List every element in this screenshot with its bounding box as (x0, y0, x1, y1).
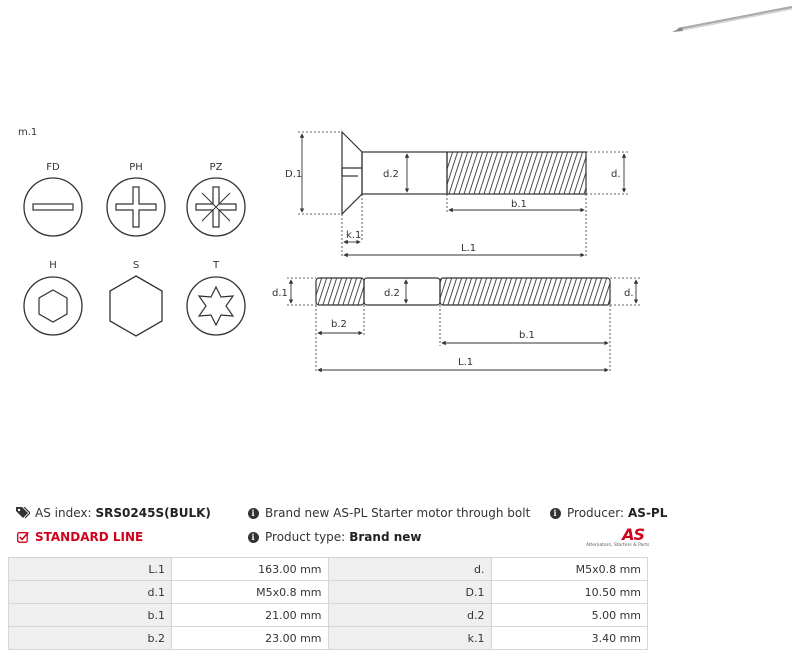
spec-value: 163.00 mm (171, 557, 329, 581)
info-icon: i (246, 506, 260, 520)
dim-label-D1: D.1 (285, 169, 302, 180)
head-label-h: H (49, 260, 57, 271)
countersunk-bolt-drawing (298, 130, 630, 258)
dim-label-d-bottom: d. (624, 288, 634, 299)
dim-label-L1: L.1 (461, 243, 476, 254)
head-label-fd: FD (46, 162, 60, 173)
head-label-pz: PZ (210, 162, 223, 173)
producer: i Producer: AS-PL (548, 506, 667, 520)
product-type: i Product type: Brand new (246, 530, 421, 544)
product-info: AS index: SRS0245S(BULK) STANDARD LINE i… (0, 500, 800, 560)
head-label-ph: PH (129, 162, 143, 173)
hex-socket-head-icon (23, 276, 83, 336)
spec-key: b.2 (8, 626, 172, 650)
hex-head-icon (109, 275, 163, 337)
double-end-bolt-drawing (287, 277, 640, 373)
pencil-icon (672, 5, 793, 32)
info-icon: i (246, 530, 260, 544)
dim-label-L1-bottom: L.1 (458, 357, 473, 368)
product-type-value: Brand new (349, 530, 422, 544)
check-square-icon (16, 530, 30, 544)
tags-icon (16, 506, 30, 520)
dim-label-d2: d.2 (383, 169, 399, 180)
as-index: AS index: SRS0245S(BULK) (16, 506, 211, 520)
spec-value: M5x0.8 mm (171, 580, 329, 604)
dim-label-b2-bottom: b.2 (331, 319, 347, 330)
spec-key: d.2 (327, 603, 492, 627)
spec-value: 10.50 mm (490, 580, 648, 604)
head-label-s: S (133, 260, 139, 271)
spec-key: d.1 (8, 580, 172, 604)
producer-value: AS-PL (628, 506, 668, 520)
standard-line: STANDARD LINE (16, 530, 143, 544)
m-label: m.1 (18, 127, 37, 138)
spec-value: M5x0.8 mm (490, 557, 648, 581)
spec-key: d. (327, 557, 492, 581)
spec-value: 5.00 mm (490, 603, 648, 627)
spec-value: 3.40 mm (490, 626, 648, 650)
dim-label-d2-bottom: d.2 (384, 288, 400, 299)
slot-head-icon (23, 177, 83, 237)
pozidriv-head-icon (186, 177, 246, 237)
phillips-head-icon (106, 177, 166, 237)
technical-drawing: m.1 FD PH PZ H S T (18, 127, 640, 373)
spec-key: b.1 (8, 603, 172, 627)
dim-label-d: d. (611, 169, 621, 180)
dim-label-d1-bottom: d.1 (272, 288, 288, 299)
as-index-value: SRS0245S(BULK) (95, 506, 211, 520)
dim-label-k1: k.1 (346, 230, 361, 241)
spec-key: D.1 (327, 580, 492, 604)
torx-head-icon (186, 276, 246, 336)
dim-label-b1: b.1 (511, 199, 527, 210)
spec-key: L.1 (8, 557, 172, 581)
info-icon: i (548, 506, 562, 520)
as-pl-logo: AS Alternators, Starters & Parts (586, 525, 650, 548)
spec-value: 21.00 mm (171, 603, 329, 627)
head-label-t: T (212, 260, 220, 271)
spec-key: k.1 (327, 626, 492, 650)
spec-value: 23.00 mm (171, 626, 329, 650)
description: i Brand new AS-PL Starter motor through … (246, 506, 530, 520)
dim-label-b1-bottom: b.1 (519, 330, 535, 341)
